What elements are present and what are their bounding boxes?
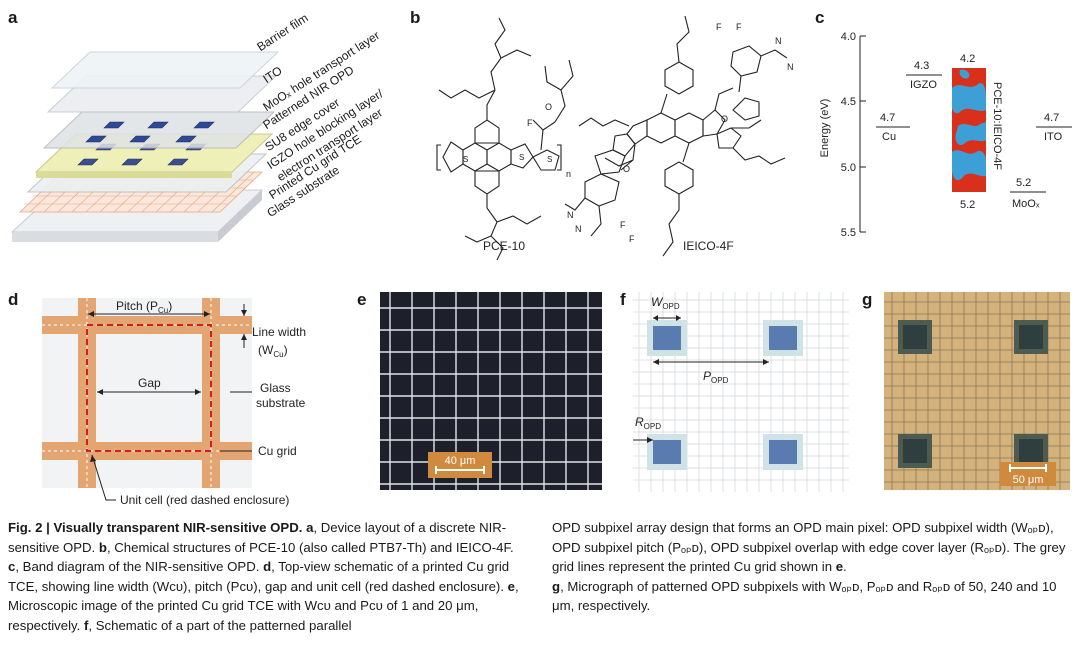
linewidth-sub: Cu (273, 350, 283, 359)
svg-text:S: S (547, 155, 552, 164)
svg-text:Pitch (PCu): Pitch (PCu) (116, 299, 172, 315)
svg-text:WOPD: WOPD (651, 295, 680, 311)
caption-panel-ref: f (83, 617, 89, 633)
caption-panel-ref: a (306, 520, 314, 535)
svg-text:O: O (623, 164, 630, 174)
scale-bar-40um: 40 μm (445, 455, 476, 467)
linewidth2-label: (W (258, 343, 274, 357)
panel-b-letter: b (410, 8, 421, 27)
svg-text:F: F (620, 220, 626, 230)
svg-text:O: O (721, 114, 728, 124)
active-top-value: 4.2 (960, 53, 975, 65)
caption-panel-ref: e (507, 578, 515, 594)
opd-subpixel-schematic: WOPD POPD ROPD (633, 292, 849, 492)
pitch-sub: Cu (158, 306, 168, 315)
w-opd-label: W (651, 295, 664, 309)
r-opd-label: R (635, 415, 644, 429)
cu-value: 4.7 (880, 112, 895, 124)
caption-segment: , Top-view schematic of a printed Cu gri… (8, 559, 510, 594)
substrate-label: substrate (256, 396, 306, 410)
active-layer-label: PCE-10:IEICO-4F (991, 82, 1003, 170)
svg-text:S: S (463, 155, 468, 164)
device-stack-diagram (10, 51, 280, 242)
caption-segment: , Chemical structures of PCE-10 (also ca… (106, 539, 514, 555)
p-opd-label: P (703, 369, 711, 383)
pce10-label: PCE-10 (483, 239, 525, 253)
moox-label: MoOₓ (1012, 198, 1040, 210)
panel-f-letter: f (620, 290, 626, 309)
caption-segment: , Device layout of a discrete NIR-sensit… (8, 520, 507, 555)
igzo-label: IGZO (910, 79, 937, 91)
panel-a-letter: a (8, 8, 18, 27)
svg-text:F: F (716, 22, 722, 32)
igzo-value: 4.3 (914, 60, 929, 72)
caption-col2-end: , Micrograph of patterned OPD subpixels … (552, 578, 1057, 614)
caption-segment: , Band diagram of the NIR-sensitive OPD. (15, 559, 264, 575)
cu-label: Cu (882, 131, 896, 143)
cu-grid-schematic: Pitch (PCu) Gap Line width (WCu) Glass s… (42, 298, 306, 507)
panel-c-letter: c (815, 8, 825, 27)
opd-subpixel-micrograph: 50 μm (884, 292, 1070, 490)
svg-text:N: N (787, 62, 794, 72)
tick-4-5: 4.5 (841, 96, 856, 108)
glass-label: Glass (260, 381, 291, 395)
figure-caption-col1: Fig. 2 | Visually transparent NIR-sensit… (8, 518, 528, 636)
gap-label: Gap (138, 376, 161, 390)
caption-segment: , Schematic of a part of the patterned p… (88, 617, 352, 633)
band-diagram: Energy (eV) 4.0 4.5 5.0 5.5 4.7 Cu 4.3 I… (819, 31, 1072, 239)
ito-value: 4.7 (1044, 112, 1059, 124)
active-bottom-value: 5.2 (960, 199, 975, 211)
tick-5-0: 5.0 (841, 162, 856, 174)
tick-5-5: 5.5 (841, 227, 856, 239)
figure-caption-col2: OPD subpixel array design that forms an … (552, 518, 1072, 616)
panel-d-letter: d (8, 290, 19, 309)
p-opd-sub: OPD (711, 376, 729, 385)
caption-panel-ref: b (98, 539, 107, 555)
svg-text:ROPD: ROPD (635, 415, 661, 431)
moox-value: 5.2 (1016, 177, 1031, 189)
linewidth-label: Line width (252, 325, 306, 339)
svg-text:N: N (567, 210, 574, 220)
caption-sep: . (843, 559, 847, 575)
tick-4-0: 4.0 (841, 31, 856, 43)
caption-ref-g: g (552, 578, 561, 594)
scale-bar-50um: 50 μm (1013, 474, 1044, 486)
panel-g-letter: g (862, 290, 873, 309)
svg-text:F: F (629, 234, 635, 244)
ito-label: ITO (1044, 131, 1063, 143)
ieico4f-label: IEICO-4F (683, 239, 734, 253)
svg-text:S: S (519, 153, 524, 162)
w-opd-sub: OPD (662, 302, 680, 311)
figure-title: Fig. 2 | Visually transparent NIR-sensit… (8, 520, 303, 535)
svg-text:(WCu): (WCu) (258, 343, 288, 359)
caption-segment: , Microscopic image of the printed Cu gr… (8, 578, 519, 633)
caption-panel-ref: c (8, 559, 16, 575)
caption-ref-e: e (835, 559, 844, 575)
unit-cell-label: Unit cell (red dashed enclosure) (120, 493, 289, 507)
svg-text:O: O (545, 102, 552, 112)
svg-text:N: N (775, 36, 782, 46)
svg-text:n: n (566, 169, 571, 179)
caption-col2-text: OPD subpixel array design that forms an … (552, 520, 1066, 575)
pitch-label: Pitch (P (116, 299, 158, 313)
svg-text:F: F (736, 22, 742, 32)
energy-axis-label: Energy (eV) (819, 99, 831, 158)
svg-text:POPD: POPD (703, 369, 729, 385)
panel-e-letter: e (357, 290, 367, 309)
cu-grid-label: Cu grid (258, 444, 297, 458)
r-opd-sub: OPD (644, 422, 662, 431)
svg-text:N: N (575, 224, 582, 234)
svg-text:F: F (527, 118, 533, 128)
caption-panel-ref: d (263, 559, 272, 575)
cu-grid-micrograph: 40 μm (380, 292, 602, 490)
